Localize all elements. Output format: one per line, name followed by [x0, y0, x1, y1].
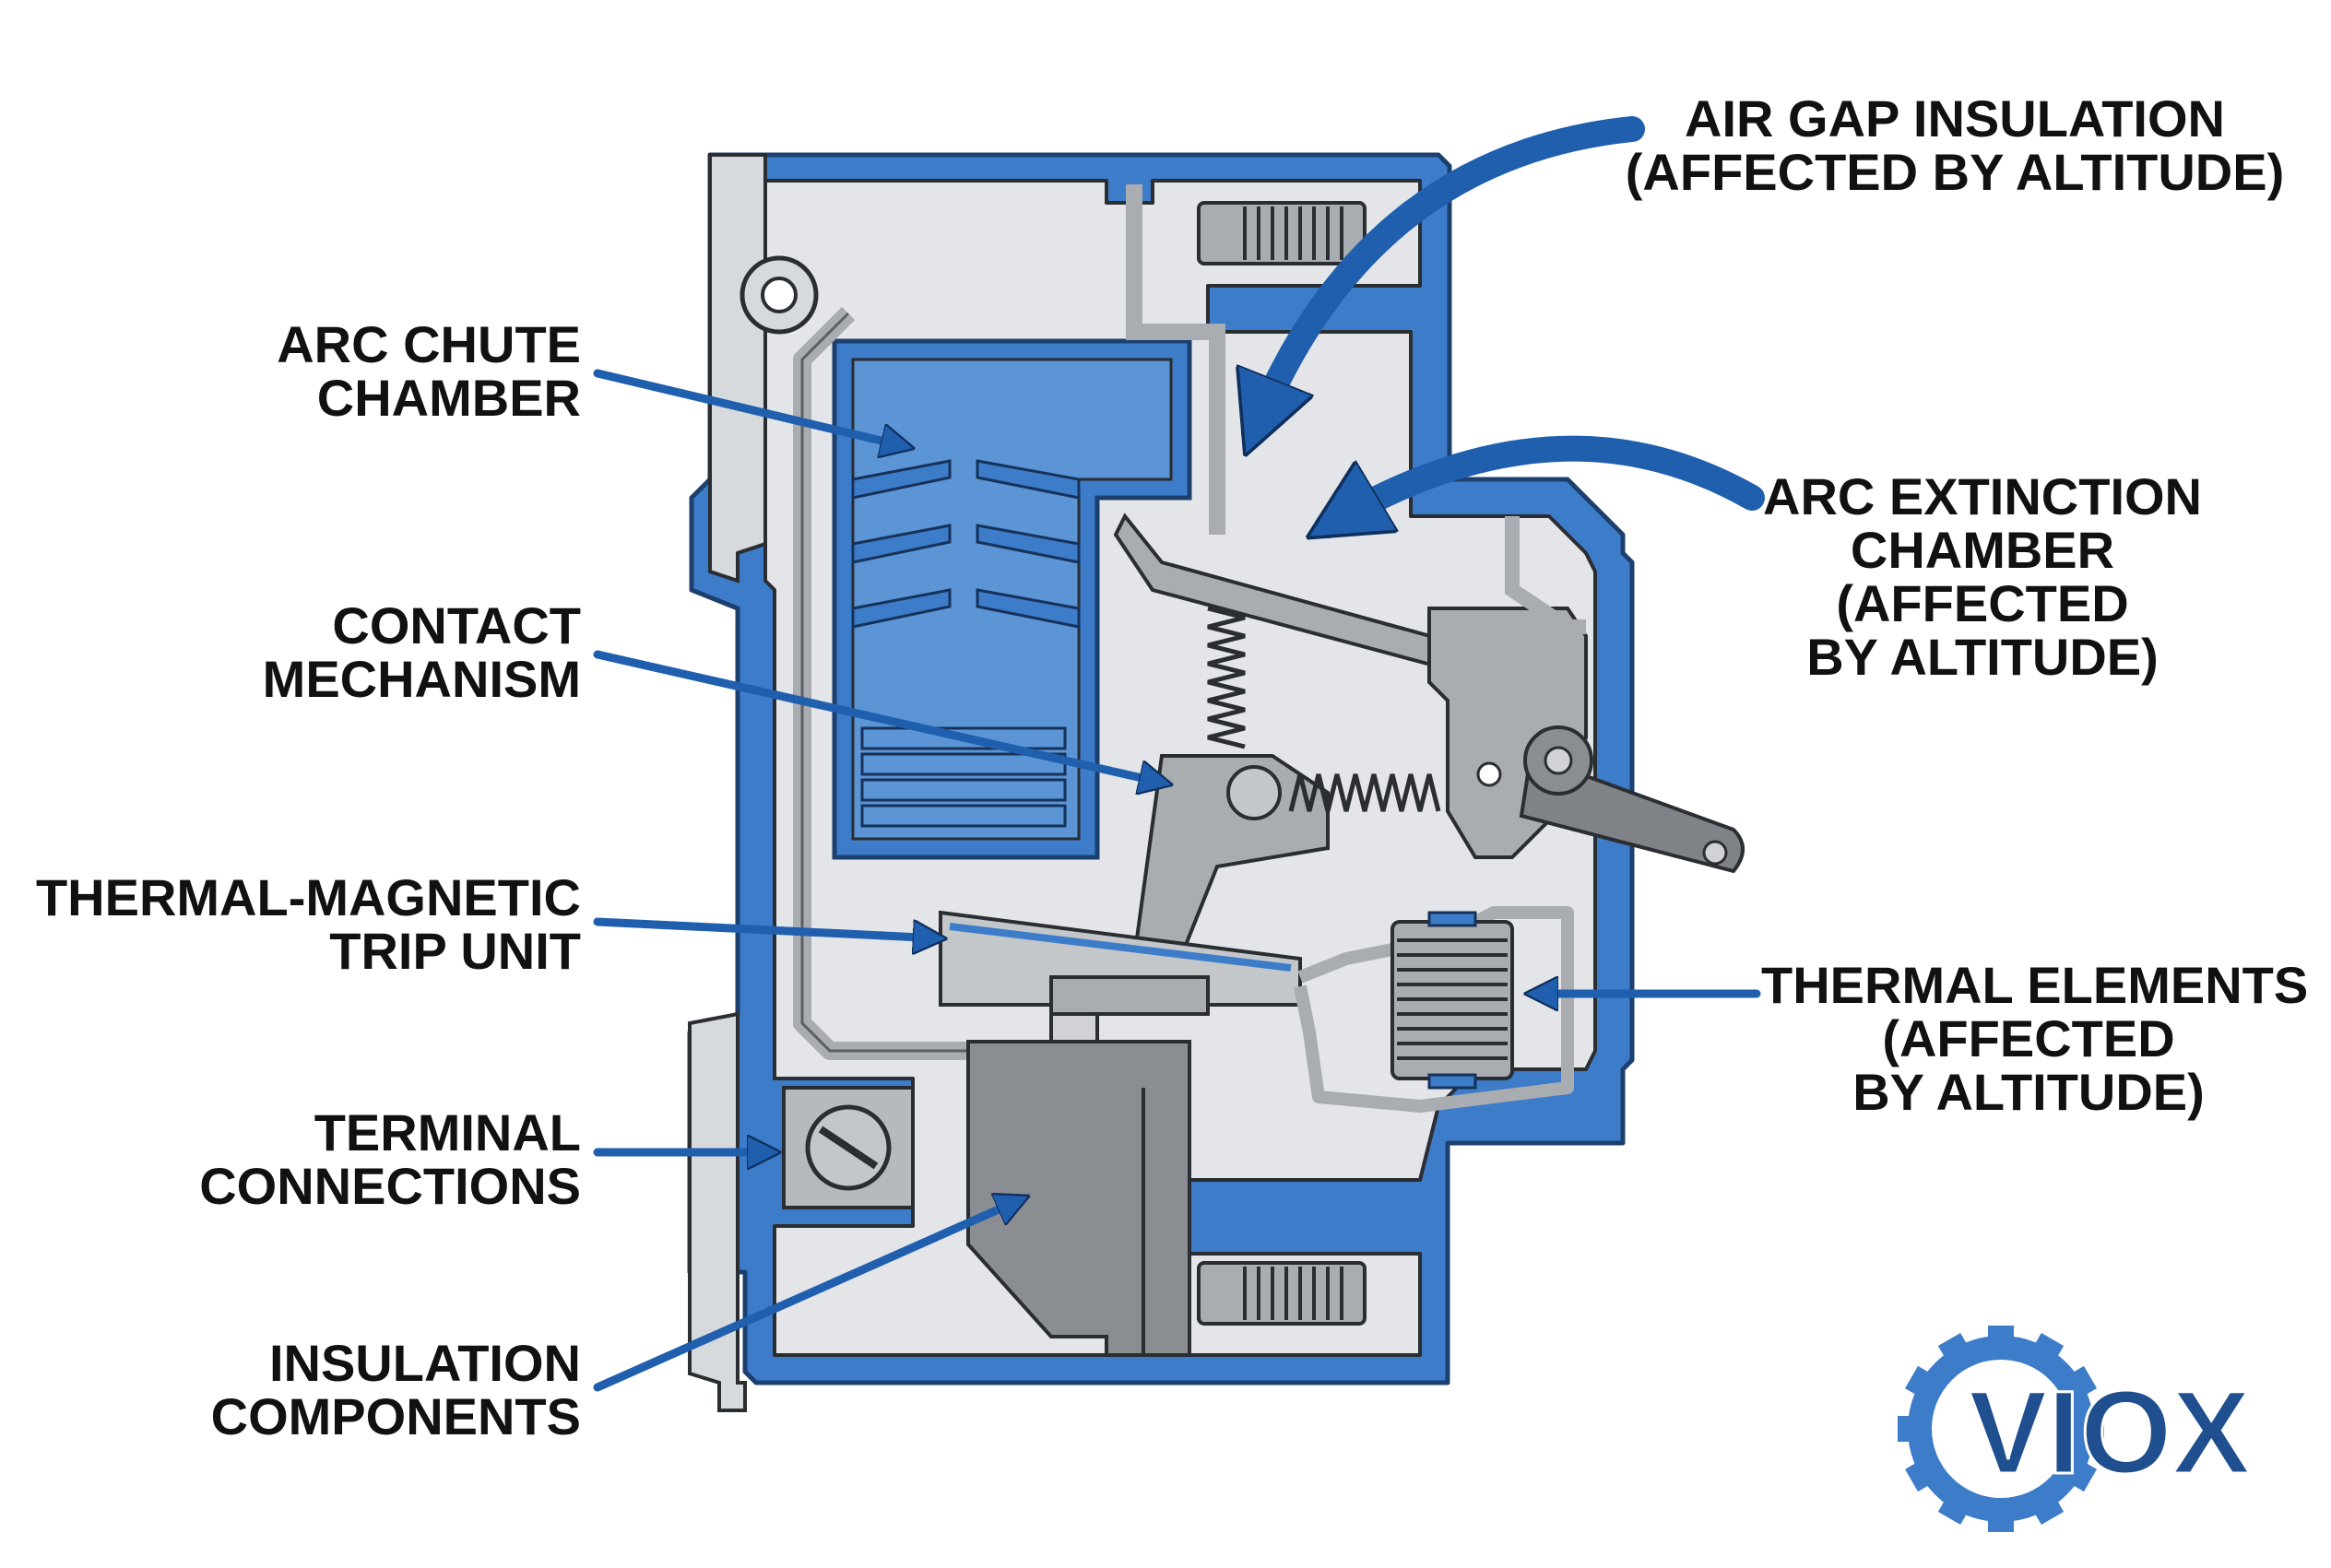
bottom-screw-icon — [1197, 1261, 1367, 1326]
trip-spring-icon — [1288, 773, 1441, 812]
housing-bottom-flange — [688, 1011, 747, 1412]
label-air-gap: AIR GAP INSULATION (AFFECTED BY ALTITUDE… — [1625, 89, 2285, 201]
thermal-magnetic-trip-unit — [939, 906, 1574, 1113]
arrow-insulation — [593, 1198, 1024, 1392]
label-thermal-elements: THERMAL ELEMENTS (AFFECTED BY ALTITUDE) — [1761, 956, 2309, 1121]
insulation-block — [966, 1040, 1191, 1357]
label-arc-chute: ARC CHUTE CHAMBER — [277, 315, 581, 427]
arc-splitter-plates — [851, 459, 1081, 629]
arrow-contact — [593, 650, 1166, 784]
label-arc-extinction: ARC EXTINCTION CHAMBER (AFFECTED BY ALTI… — [1763, 467, 2202, 686]
terminal-screw-icon — [782, 1086, 915, 1209]
mounting-hole-icon — [740, 255, 819, 335]
housing-left-flange — [708, 153, 767, 584]
toggle-handle — [1519, 725, 1745, 874]
label-terminal-connections: TERMINAL CONNECTIONS — [199, 1103, 581, 1215]
contact-mechanism — [1113, 513, 1745, 961]
arrow-trip-unit — [593, 917, 941, 938]
contact-spring-icon — [1207, 606, 1246, 749]
label-insulation-components: INSULATION COMPONENTS — [210, 1334, 581, 1445]
arrow-arc-extinction — [1328, 435, 1765, 525]
gear-logo-icon — [1898, 1326, 2104, 1532]
label-contact-mechanism: CONTACT MECHANISM — [262, 596, 581, 708]
upper-rail — [1126, 184, 1225, 535]
top-screw-icon — [1197, 201, 1367, 265]
arrow-air-gap — [1254, 116, 1645, 433]
label-trip-unit: THERMAL-MAGNETIC TRIP UNIT — [35, 868, 581, 980]
logo-text: VIOX — [1969, 1367, 2251, 1499]
callout-arrows — [593, 116, 1765, 1392]
arrow-arc-chute — [593, 369, 908, 447]
thermal-coil-icon — [1390, 911, 1514, 1090]
